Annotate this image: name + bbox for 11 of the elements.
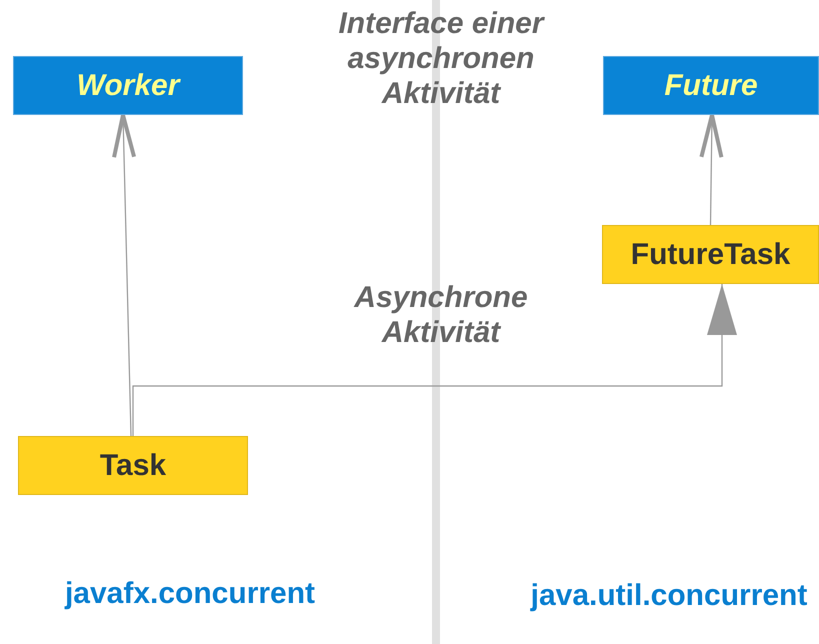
annotation-text: Asynchrone Aktivität xyxy=(352,280,529,350)
arrow xyxy=(132,284,737,436)
arrow xyxy=(112,113,136,436)
annotation-text: Interface einer asynchronen Aktivität xyxy=(337,6,546,111)
package-name: java.util.concurrent xyxy=(529,578,808,613)
arrow xyxy=(699,113,724,225)
interface-box: Worker xyxy=(13,56,243,115)
class-box: FutureTask xyxy=(602,225,819,284)
package-name: javafx.concurrent xyxy=(64,576,316,611)
class-box: Task xyxy=(18,436,248,495)
interface-box: Future xyxy=(603,56,819,115)
